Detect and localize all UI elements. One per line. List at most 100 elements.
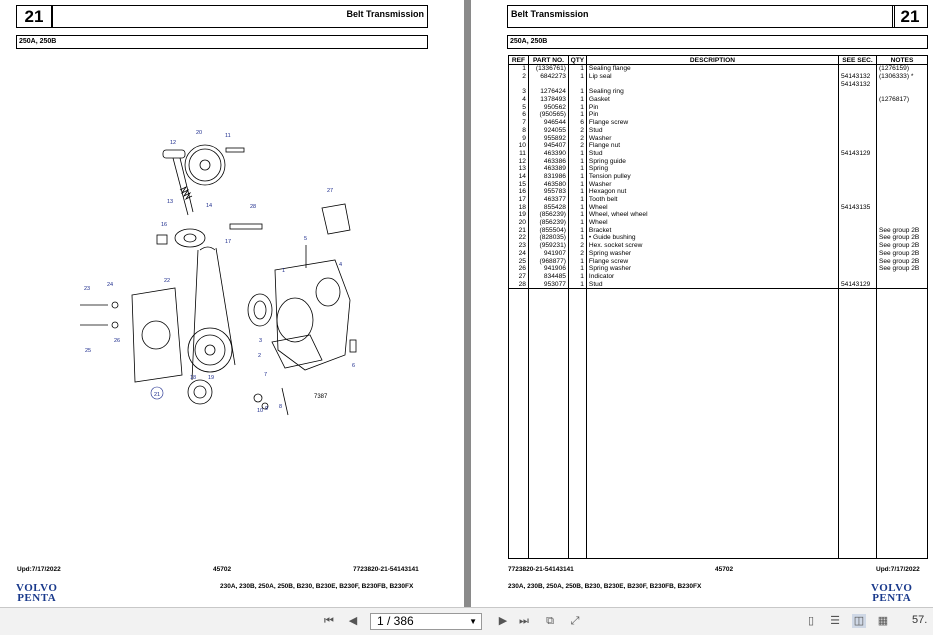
- last-page-icon[interactable]: ⏭: [519, 615, 529, 627]
- table-cell: [875, 103, 929, 112]
- table-cell: [875, 280, 929, 289]
- table-cell: 1: [567, 264, 587, 273]
- table-cell: 1378493: [527, 95, 569, 104]
- table-cell: (856239): [527, 211, 569, 219]
- table-cell: 3: [508, 88, 529, 96]
- table-cell: 1: [567, 226, 587, 235]
- next-page-icon[interactable]: ▶: [498, 615, 508, 627]
- callout-17: 17: [225, 239, 231, 245]
- table-cell: 54143129: [838, 280, 877, 289]
- table-cell: Sealing ring: [585, 88, 840, 96]
- col-part-no: PART NO.: [527, 55, 569, 65]
- section-header: Belt Transmission: [52, 5, 428, 28]
- table-cell: [875, 141, 929, 150]
- table-cell: [508, 80, 529, 89]
- table-cell: Wheel: [585, 203, 840, 212]
- table-cell: [875, 118, 929, 127]
- two-page-view-icon[interactable]: ◫: [852, 614, 866, 628]
- table-cell: Flange nut: [585, 141, 840, 150]
- continuous-view-icon[interactable]: ☰: [830, 615, 840, 627]
- table-cell: 12: [508, 157, 529, 165]
- zoom-level[interactable]: 57.: [912, 614, 928, 626]
- section-number: 21: [16, 5, 52, 28]
- table-cell: [838, 103, 877, 112]
- table-cell: 54143135: [838, 203, 877, 212]
- table-cell: [875, 126, 929, 135]
- table-cell: [838, 188, 877, 196]
- viewer-toolbar: ⏮ ◀ 1 / 386 ▼ ▶ ⏭ ⧉ ⤢ ▯ ☰ ◫ ▦ 57.: [0, 607, 933, 635]
- table-cell: [875, 218, 929, 227]
- two-page-continuous-icon[interactable]: ▦: [877, 615, 889, 627]
- table-cell: [838, 157, 877, 165]
- col-description: DESCRIPTION: [585, 55, 840, 65]
- table-cell: [875, 172, 929, 181]
- table-cell: 463580: [527, 180, 569, 188]
- table-cell: 1: [567, 211, 587, 219]
- left-page: 21 Belt Transmission 250A, 250B: [0, 0, 464, 607]
- table-cell: 953077: [527, 280, 569, 289]
- page-number-input[interactable]: 1 / 386 ▼: [370, 613, 482, 630]
- table-cell: 2: [567, 241, 587, 250]
- table-cell: (1336761): [527, 64, 569, 73]
- table-cell: 26: [508, 264, 529, 273]
- callout-27: 27: [327, 188, 333, 194]
- callout-6: 6: [352, 363, 355, 369]
- callout-12: 12: [170, 140, 176, 146]
- table-filler: [508, 288, 929, 559]
- prev-page-icon[interactable]: ◀: [348, 615, 358, 627]
- callout-3: 3: [259, 338, 262, 344]
- table-cell: 10: [508, 141, 529, 150]
- logo-line-2: PENTA: [17, 592, 57, 604]
- fit-page-icon[interactable]: ⤢: [570, 615, 580, 627]
- logo-line-1: VOLVO: [16, 582, 58, 594]
- table-cell: 11: [508, 149, 529, 158]
- volvo-penta-logo: VOLVO PENTA: [16, 582, 58, 604]
- table-cell: Washer: [585, 180, 840, 188]
- table-cell: Flange screw: [585, 118, 840, 127]
- footer-models: 230A, 230B, 250A, 250B, B230, B230E, B23…: [220, 583, 414, 590]
- callout-10: 10: [257, 408, 263, 414]
- callout-2: 2: [258, 353, 261, 359]
- table-cell: 1: [567, 103, 587, 112]
- first-page-icon[interactable]: ⏮: [324, 615, 334, 627]
- table-cell: Spring guide: [585, 157, 840, 165]
- table-cell: [838, 241, 877, 250]
- table-cell: Flange screw: [585, 257, 840, 265]
- callout-11: 11: [225, 133, 231, 139]
- table-cell: See group 2B: [875, 234, 929, 242]
- table-cell: 5: [508, 103, 529, 112]
- table-cell: 14: [508, 172, 529, 181]
- table-cell: (1276817): [875, 95, 929, 104]
- table-cell: 21: [508, 226, 529, 235]
- chevron-down-icon[interactable]: ▼: [469, 617, 477, 626]
- table-cell: Lip seal: [585, 72, 840, 81]
- rotate-page-icon[interactable]: ⧉: [546, 615, 554, 627]
- table-cell: (1276159): [875, 64, 929, 73]
- table-cell: Pin: [585, 111, 840, 119]
- callout-19: 19: [208, 375, 214, 381]
- table-cell: 22: [508, 234, 529, 242]
- footer-page: 45702: [715, 566, 734, 573]
- table-cell: 24: [508, 249, 529, 258]
- table-cell: [838, 226, 877, 235]
- model-bar: 250A, 250B: [16, 35, 428, 49]
- table-cell: 8: [508, 126, 529, 135]
- table-cell: Stud: [585, 280, 840, 289]
- table-cell: 1: [567, 111, 587, 119]
- table-cell: [875, 157, 929, 165]
- table-cell: Bracket: [585, 226, 840, 235]
- table-cell: Spring: [585, 164, 840, 173]
- callout-25: 25: [85, 348, 91, 354]
- single-page-view-icon[interactable]: ▯: [807, 615, 815, 627]
- table-cell: 1: [567, 257, 587, 265]
